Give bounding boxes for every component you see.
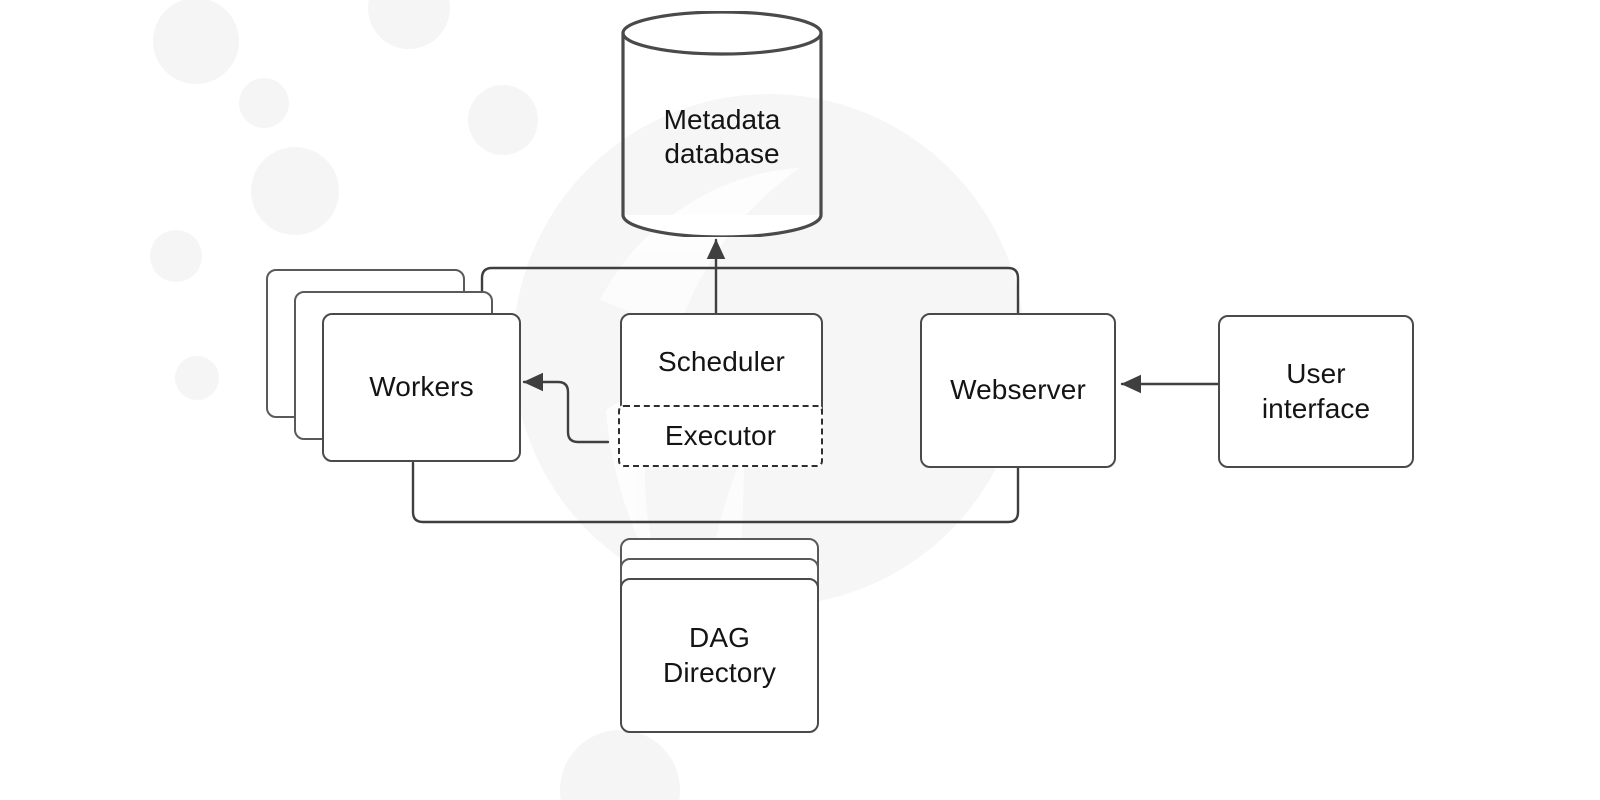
background-circles bbox=[150, 0, 680, 800]
bg-circle bbox=[153, 0, 239, 84]
node-workers-label: Workers bbox=[369, 371, 474, 403]
edge-workers-to-webserver-bottom bbox=[411, 461, 1020, 524]
node-user-interface[interactable]: User interface bbox=[1218, 315, 1414, 468]
node-dag-directory-label: DAG Directory bbox=[663, 622, 776, 688]
node-dag-directory[interactable]: DAG Directory bbox=[620, 578, 819, 733]
node-metadata-database[interactable]: Metadata database bbox=[620, 10, 824, 239]
node-scheduler-label: Scheduler bbox=[658, 346, 785, 377]
bg-circle bbox=[239, 78, 289, 128]
bg-circle bbox=[368, 0, 450, 49]
node-executor[interactable]: Executor bbox=[618, 405, 823, 467]
bg-circle bbox=[560, 730, 680, 800]
node-user-interface-label: User interface bbox=[1261, 358, 1371, 424]
edge-executor-to-workers bbox=[522, 372, 610, 444]
bg-circle bbox=[150, 230, 202, 282]
bg-circle bbox=[251, 147, 339, 235]
node-webserver-label: Webserver bbox=[950, 374, 1086, 406]
node-workers[interactable]: Workers bbox=[322, 313, 521, 462]
edge-webserver-to-workers-top bbox=[480, 266, 1020, 315]
node-executor-label: Executor bbox=[664, 419, 777, 451]
bg-circle bbox=[175, 356, 219, 400]
node-webserver[interactable]: Webserver bbox=[920, 313, 1116, 468]
cylinder-shape bbox=[621, 10, 823, 239]
bg-circle bbox=[468, 85, 538, 155]
